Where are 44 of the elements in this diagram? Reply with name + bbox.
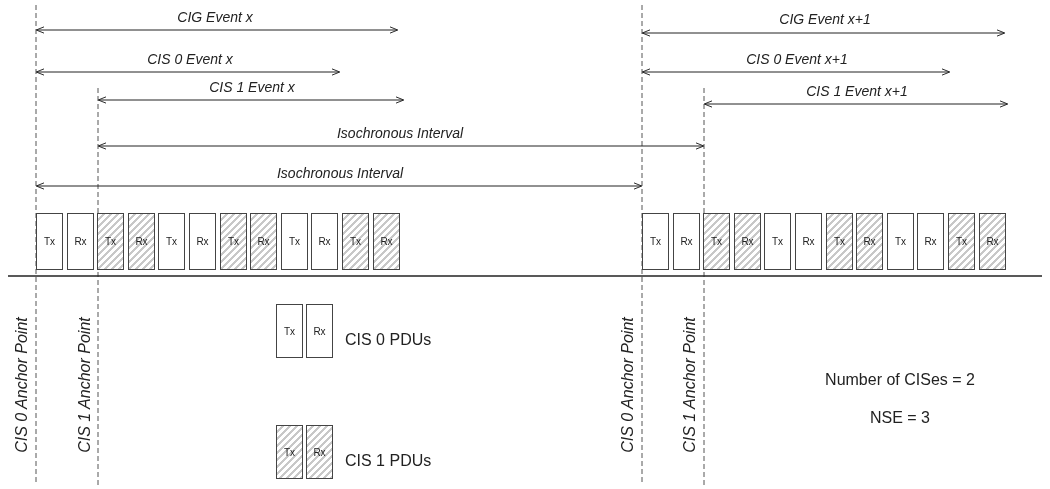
pdu-slot: Rx bbox=[373, 213, 400, 270]
legend-pdu-sample: Tx bbox=[276, 425, 303, 479]
anchor-point-label: CIS 0 Anchor Point bbox=[619, 317, 637, 453]
pdu-slot: Rx bbox=[856, 213, 883, 270]
pdu-slot: Tx bbox=[887, 213, 914, 270]
pdu-slot: Rx bbox=[979, 213, 1006, 270]
legend-pdu-sample: Rx bbox=[306, 304, 333, 358]
anchor-point-label: CIS 0 Anchor Point bbox=[13, 317, 31, 453]
pdu-slot: Tx bbox=[703, 213, 730, 270]
anchor-point-label: CIS 1 Anchor Point bbox=[681, 317, 699, 453]
anchor-point-label: CIS 1 Anchor Point bbox=[76, 317, 94, 453]
pdu-slot: Tx bbox=[281, 213, 308, 270]
pdu-slot: Rx bbox=[67, 213, 94, 270]
legend-pdu-sample: Rx bbox=[306, 425, 333, 479]
pdu-slot: Tx bbox=[342, 213, 369, 270]
interval-label: CIS 0 Event x+1 bbox=[746, 51, 848, 67]
parameter-note: Number of CISes = 2 bbox=[825, 371, 975, 389]
pdu-slot: Tx bbox=[764, 213, 791, 270]
interval-label: Isochronous Interval bbox=[336, 125, 464, 141]
pdu-slot: Tx bbox=[220, 213, 247, 270]
interval-label: CIS 1 Event x bbox=[209, 79, 295, 95]
pdu-slot: Rx bbox=[250, 213, 277, 270]
interval-label: CIS 0 Event x bbox=[147, 51, 233, 67]
pdu-slot: Rx bbox=[673, 213, 700, 270]
legend-label: CIS 0 PDUs bbox=[345, 331, 432, 349]
parameter-note: NSE = 3 bbox=[870, 409, 930, 427]
pdu-slot: Tx bbox=[826, 213, 853, 270]
pdu-slot: Tx bbox=[36, 213, 63, 270]
interval-label: Isochronous Interval bbox=[276, 165, 404, 181]
pdu-slot: Rx bbox=[795, 213, 822, 270]
interval-label: CIG Event x+1 bbox=[779, 11, 871, 27]
pdu-slot: Rx bbox=[128, 213, 155, 270]
pdu-slot: Rx bbox=[311, 213, 338, 270]
pdu-slot: Rx bbox=[917, 213, 944, 270]
legend-label: CIS 1 PDUs bbox=[345, 452, 432, 470]
interval-label: CIS 1 Event x+1 bbox=[806, 83, 908, 99]
pdu-slot: Tx bbox=[948, 213, 975, 270]
pdu-slot: Tx bbox=[158, 213, 185, 270]
pdu-slot: Tx bbox=[642, 213, 669, 270]
pdu-slot: Rx bbox=[734, 213, 761, 270]
pdu-slot: Tx bbox=[97, 213, 124, 270]
interval-label: CIG Event x bbox=[177, 9, 253, 25]
legend-pdu-sample: Tx bbox=[276, 304, 303, 358]
pdu-slot: Rx bbox=[189, 213, 216, 270]
